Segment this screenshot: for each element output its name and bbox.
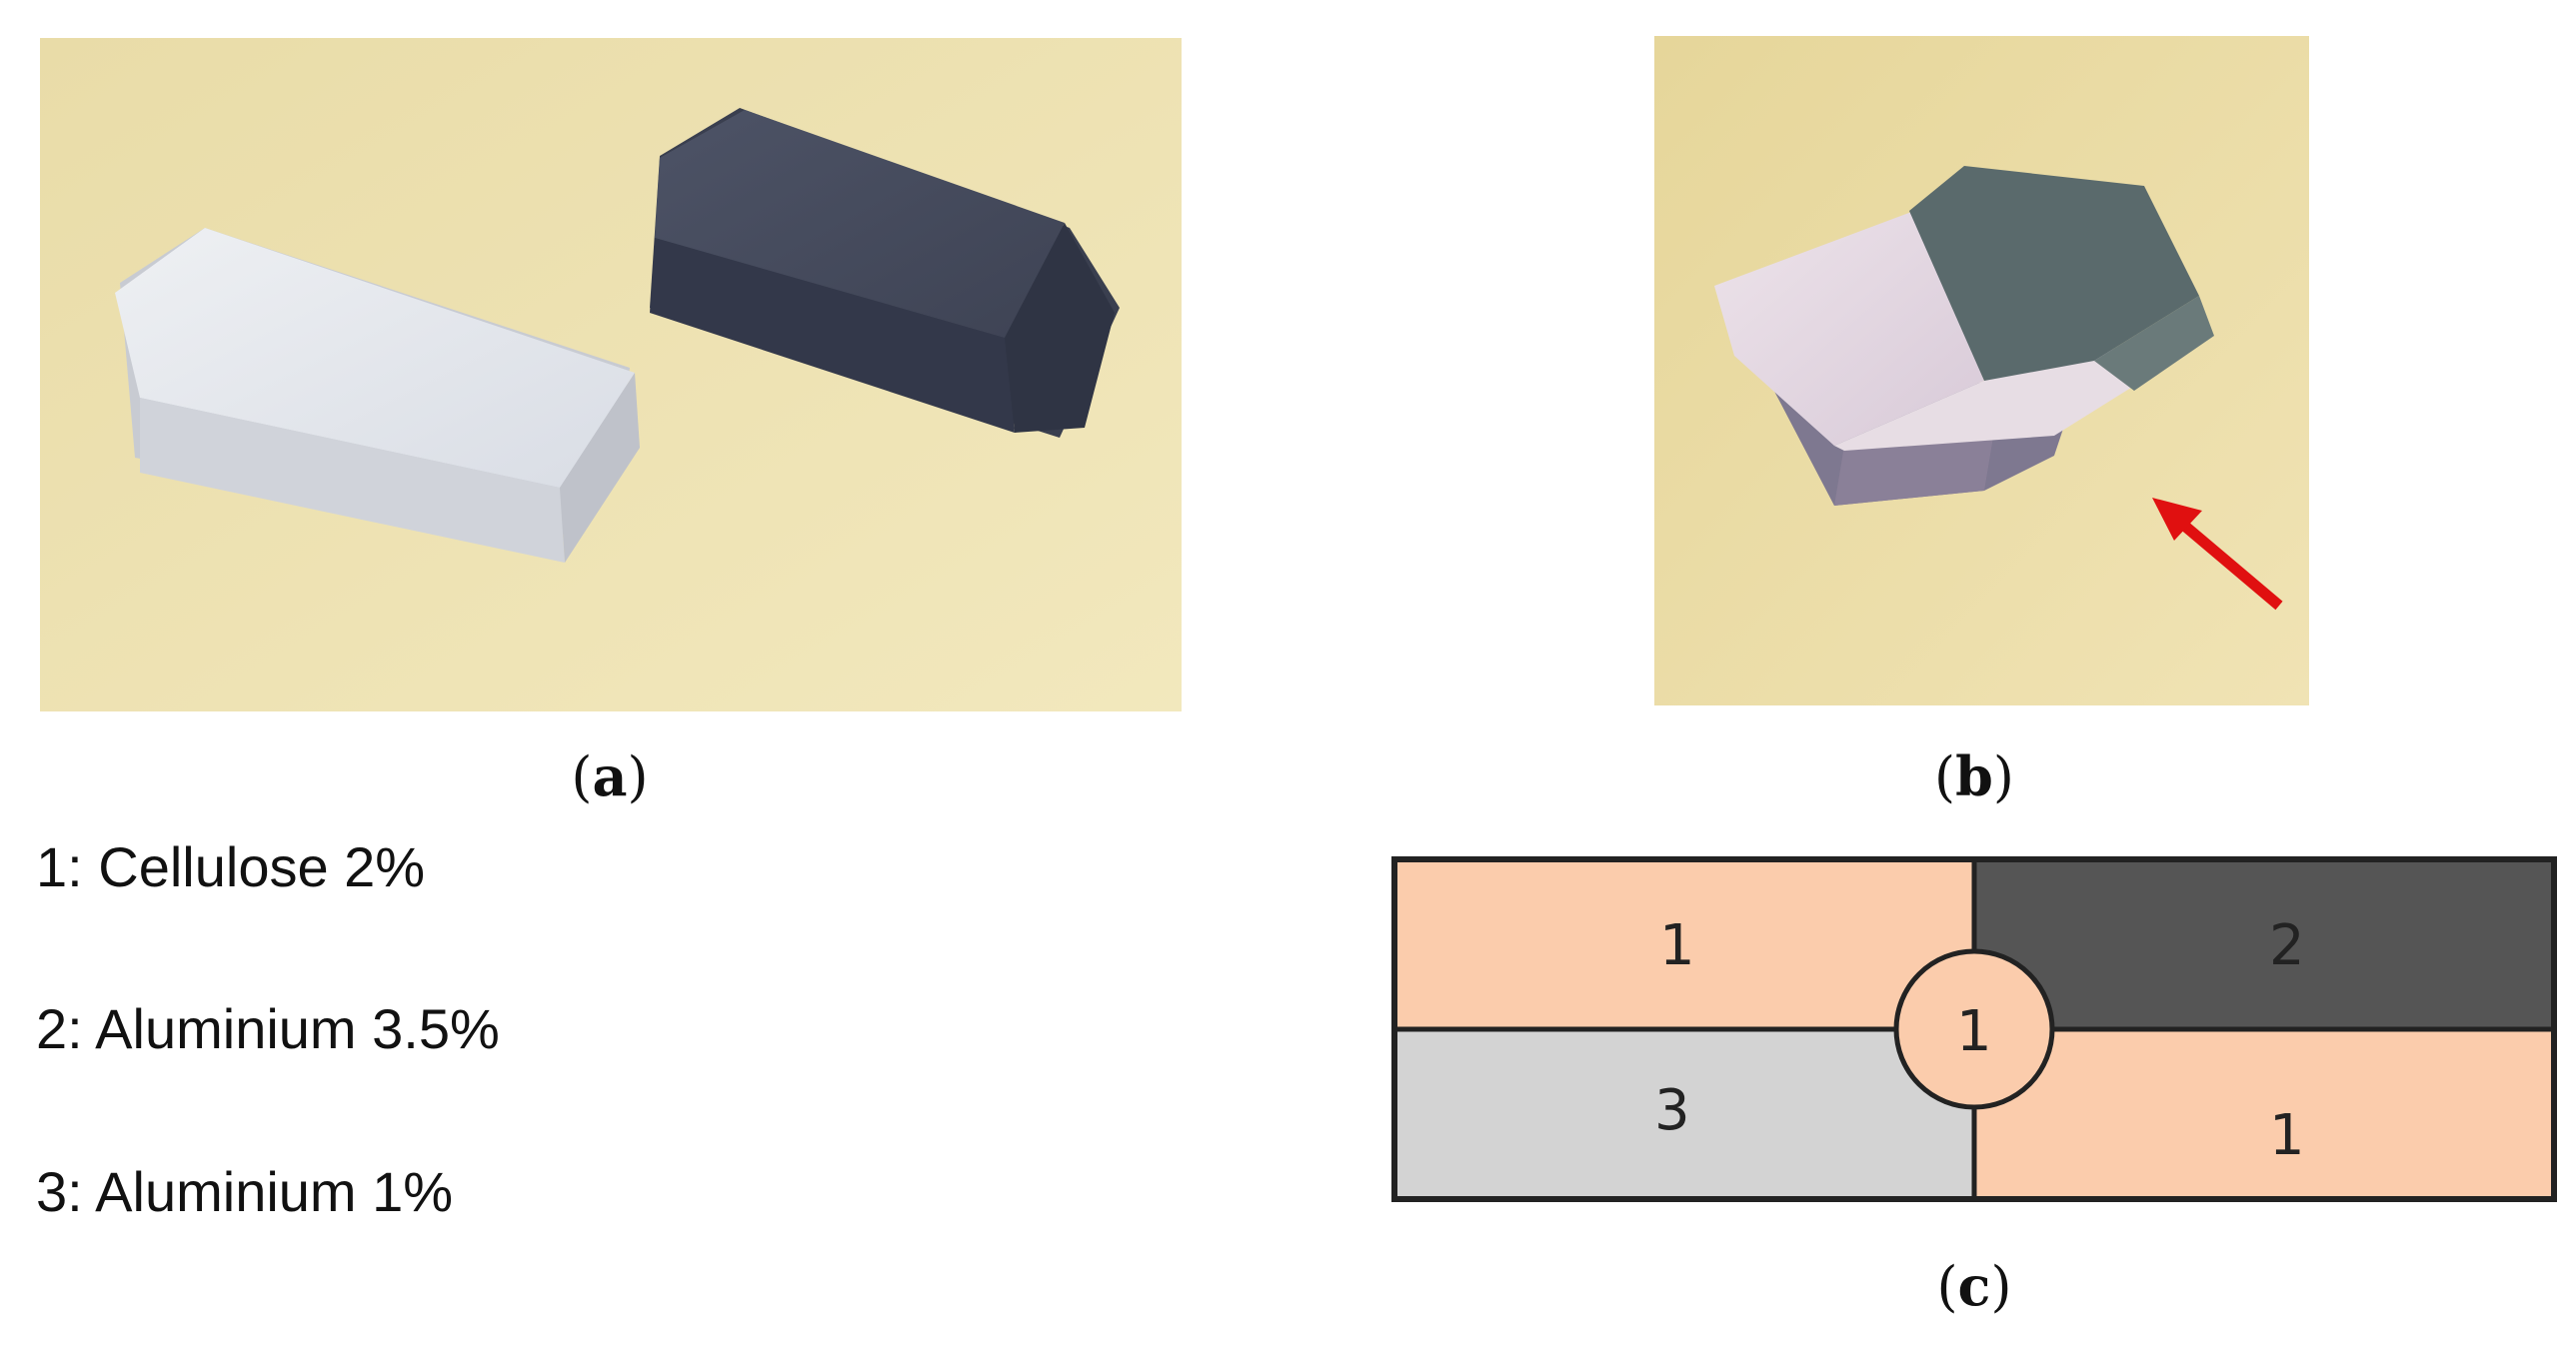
region-label-top-right: 2 bbox=[2269, 913, 2305, 978]
photo-a bbox=[40, 38, 1182, 711]
region-label-center: 1 bbox=[1956, 999, 1992, 1064]
legend-item-2: 2: Aluminium 3.5% bbox=[36, 997, 500, 1060]
region-top-left bbox=[1394, 859, 1974, 1029]
caption-a: (a) bbox=[571, 744, 649, 808]
legend-item-3: 3: Aluminium 1% bbox=[36, 1160, 454, 1223]
combined-sample bbox=[1714, 166, 2214, 506]
caption-b: (b) bbox=[1934, 744, 2014, 808]
legend-item-1: 1: Cellulose 2% bbox=[36, 835, 426, 898]
region-label-top-left: 1 bbox=[1659, 913, 1695, 978]
region-bottom-right bbox=[1974, 1029, 2554, 1199]
region-label-bottom-right: 1 bbox=[2269, 1103, 2305, 1168]
region-bottom-left bbox=[1394, 1029, 1974, 1199]
photo-b bbox=[1654, 36, 2309, 705]
region-label-bottom-left: 3 bbox=[1654, 1078, 1690, 1143]
layout-diagram: 1 2 3 1 1 bbox=[1391, 856, 2557, 1202]
dark-sample bbox=[650, 108, 1120, 438]
caption-c: (c) bbox=[1936, 1254, 2012, 1318]
white-sample bbox=[115, 228, 640, 563]
red-arrow-icon bbox=[2152, 498, 2283, 611]
region-center-circle bbox=[1893, 948, 2055, 1110]
diagram-outline bbox=[1391, 856, 2557, 1202]
region-top-right bbox=[1974, 859, 2554, 1029]
